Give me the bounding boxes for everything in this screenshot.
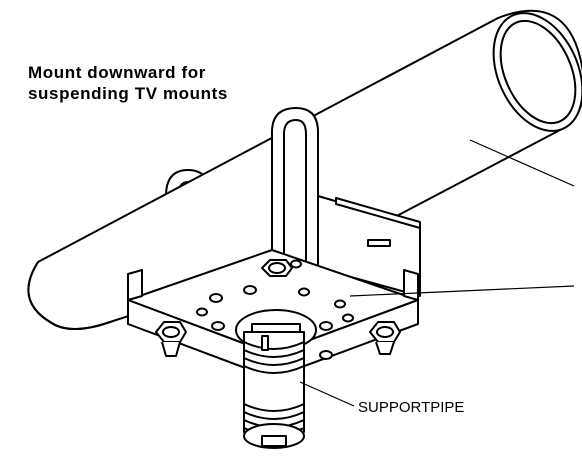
mount-caption: Mount downward for suspending TV mounts bbox=[28, 62, 228, 104]
bracket-plate bbox=[127, 249, 419, 379]
hex-nut bbox=[261, 259, 293, 277]
hex-nut bbox=[155, 321, 187, 357]
support-pipe-label: SUPPORTPIPE bbox=[358, 399, 465, 416]
caption-line-2: suspending TV mounts bbox=[28, 84, 228, 103]
support-pipe bbox=[243, 331, 305, 449]
bracket-wall bbox=[317, 195, 421, 297]
leader-line-pipe bbox=[469, 139, 575, 187]
u-bolt-right bbox=[271, 107, 319, 270]
caption-line-1: Mount downward for bbox=[28, 63, 206, 82]
hex-nut bbox=[369, 321, 401, 355]
leader-line-support bbox=[299, 381, 355, 407]
leader-line-plate bbox=[349, 285, 575, 297]
